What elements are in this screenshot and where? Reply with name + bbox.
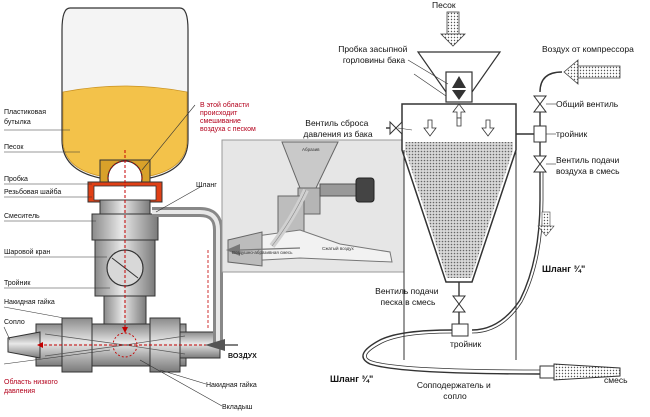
sandblaster-left-diagram: Пластиковая бутылка Песок Пробка Резьбов… (3, 7, 257, 411)
sandblaster-right-diagram: Песок Пробка засыпной горловины бака Воз… (303, 0, 634, 401)
sand-input-arrow (440, 33, 466, 47)
relief-valve (389, 120, 397, 136)
compressor-air-arrow (563, 59, 579, 85)
label-air-from-compressor: Воздух от компрессора (542, 44, 634, 54)
label-air: ВОЗДУХ (228, 353, 257, 360)
left-leader-lines (3, 104, 223, 407)
label-mixer: Смеситель (4, 213, 40, 220)
inset-label-abrasive: Абразив (302, 147, 320, 152)
label-bottle-line1: Пластиковая (4, 109, 46, 116)
label-fill-plug: Пробка засыпной горловины бака (338, 44, 410, 65)
label-insert: Вкладыш (222, 404, 253, 411)
air-inlet-arrow (205, 339, 225, 351)
label-hose-left: Шланг ¾" (330, 374, 373, 384)
inset-label-compressed-air: Сжатый воздух (322, 245, 354, 251)
sand-feed-valve (452, 295, 466, 305)
label-hose: Шланг (196, 182, 217, 189)
tank-sand-fill (405, 142, 513, 278)
right-leader-lines (397, 59, 556, 165)
label-bottle: бутылка (4, 118, 31, 126)
label-tee: Тройник (4, 279, 31, 287)
hose-left (362, 329, 541, 375)
air-feed-valve (533, 155, 547, 165)
nozzle-holder (539, 365, 555, 379)
label-sand: Песок (4, 144, 24, 151)
label-nozzle-holder: Сопподержатель и сопло (417, 380, 493, 401)
label-sand-feed-valve: Вентиль подачи песка в смесь (375, 286, 441, 307)
label-threaded-washer: Резьбовая шайба (4, 188, 61, 196)
inset-cross-section: Абразив Воздушно-абразивная смесь Сжатый… (221, 139, 405, 273)
label-sand-top: Песок (432, 0, 456, 10)
hose-right (471, 172, 541, 331)
nozzle-right (553, 363, 621, 381)
bottom-tee (451, 323, 469, 337)
air-tee (533, 125, 547, 143)
label-relief-valve: Вентиль сброса давления из бака (303, 118, 372, 139)
label-air-feed-valve: Вентиль подачи воздуха в смесь (556, 155, 622, 176)
label-nozzle: Сопло (4, 319, 25, 326)
label-union-nut-bottom: Накидная гайка (206, 381, 257, 389)
label-main-valve: Общий вентиль (556, 99, 619, 109)
main-valve (533, 95, 547, 105)
inset-label-mix: Воздушно-абразивная смесь (232, 250, 293, 255)
label-tee: тройник (556, 129, 588, 139)
label-plug: Пробка (4, 175, 28, 183)
label-mix: смесь (604, 375, 628, 385)
label-tee-bottom: тройник (450, 339, 482, 349)
mixing-annotation: В этой области происходит смешивание воз… (200, 101, 256, 133)
air-flow-arrow-down (537, 211, 555, 237)
tank-pressure-arrows (423, 103, 495, 137)
nozzle (7, 331, 41, 359)
label-hose-right: Шланг ¾" (542, 264, 585, 274)
label-ball-valve: Шаровой кран (4, 248, 50, 256)
label-union-nut: Накидная гайка (4, 298, 55, 306)
sand-fill (62, 85, 188, 177)
